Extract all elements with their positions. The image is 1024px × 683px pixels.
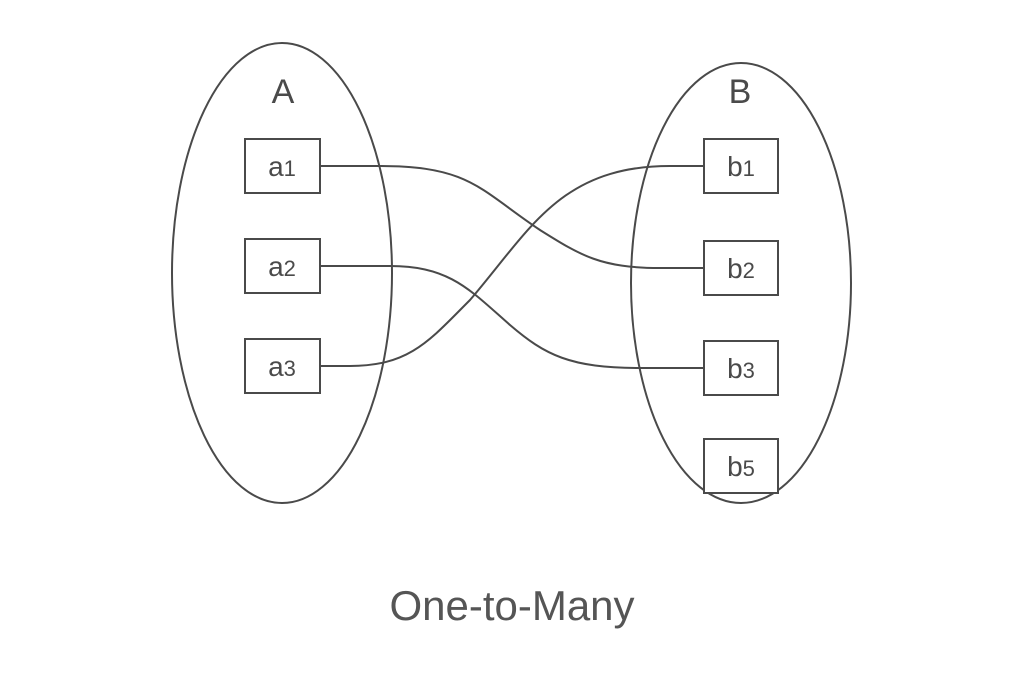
element-label: a2: [268, 251, 296, 282]
element-label: b1: [727, 151, 755, 182]
element-box: [244, 138, 321, 194]
set-b-element-b3: b3: [703, 340, 779, 396]
connector-a2-b3: [320, 265, 704, 369]
element-box: [244, 238, 321, 294]
element-box: [244, 338, 321, 394]
set-b-element-b1: b1: [703, 138, 779, 194]
set-a-element-a1: a1: [244, 138, 321, 194]
element-label: b5: [727, 451, 755, 482]
element-letter: a: [268, 151, 284, 182]
connector-a1-b2: [320, 165, 704, 269]
element-letter: b: [727, 151, 743, 182]
element-index: 3: [284, 356, 296, 381]
element-letter: b: [727, 353, 743, 384]
set-a-outline: [171, 42, 393, 504]
set-a-element-a3: a3: [244, 338, 321, 394]
element-index: 1: [743, 156, 755, 181]
set-b-element-b2: b2: [703, 240, 779, 296]
element-box: [703, 340, 779, 396]
element-letter: b: [727, 451, 743, 482]
element-letter: a: [268, 251, 284, 282]
set-a-element-a2: a2: [244, 238, 321, 294]
element-label: a3: [268, 351, 296, 382]
element-index: 2: [284, 256, 296, 281]
element-label: b3: [727, 353, 755, 384]
element-index: 2: [743, 258, 755, 283]
element-box: [703, 240, 779, 296]
connector-a3-b1: [320, 165, 704, 367]
element-index: 3: [743, 358, 755, 383]
element-label: a1: [268, 151, 296, 182]
diagram-caption: One-to-Many: [389, 582, 635, 629]
element-box: [703, 138, 779, 194]
element-box: [703, 438, 779, 494]
element-index: 5: [743, 456, 755, 481]
element-label: b2: [727, 253, 755, 284]
set-a-label: A: [272, 73, 295, 111]
set-b-label: B: [729, 73, 752, 111]
element-index: 1: [284, 156, 296, 181]
set-b-outline: [630, 62, 852, 504]
element-letter: b: [727, 253, 743, 284]
set-b-element-b5: b5: [703, 438, 779, 494]
element-letter: a: [268, 351, 284, 382]
